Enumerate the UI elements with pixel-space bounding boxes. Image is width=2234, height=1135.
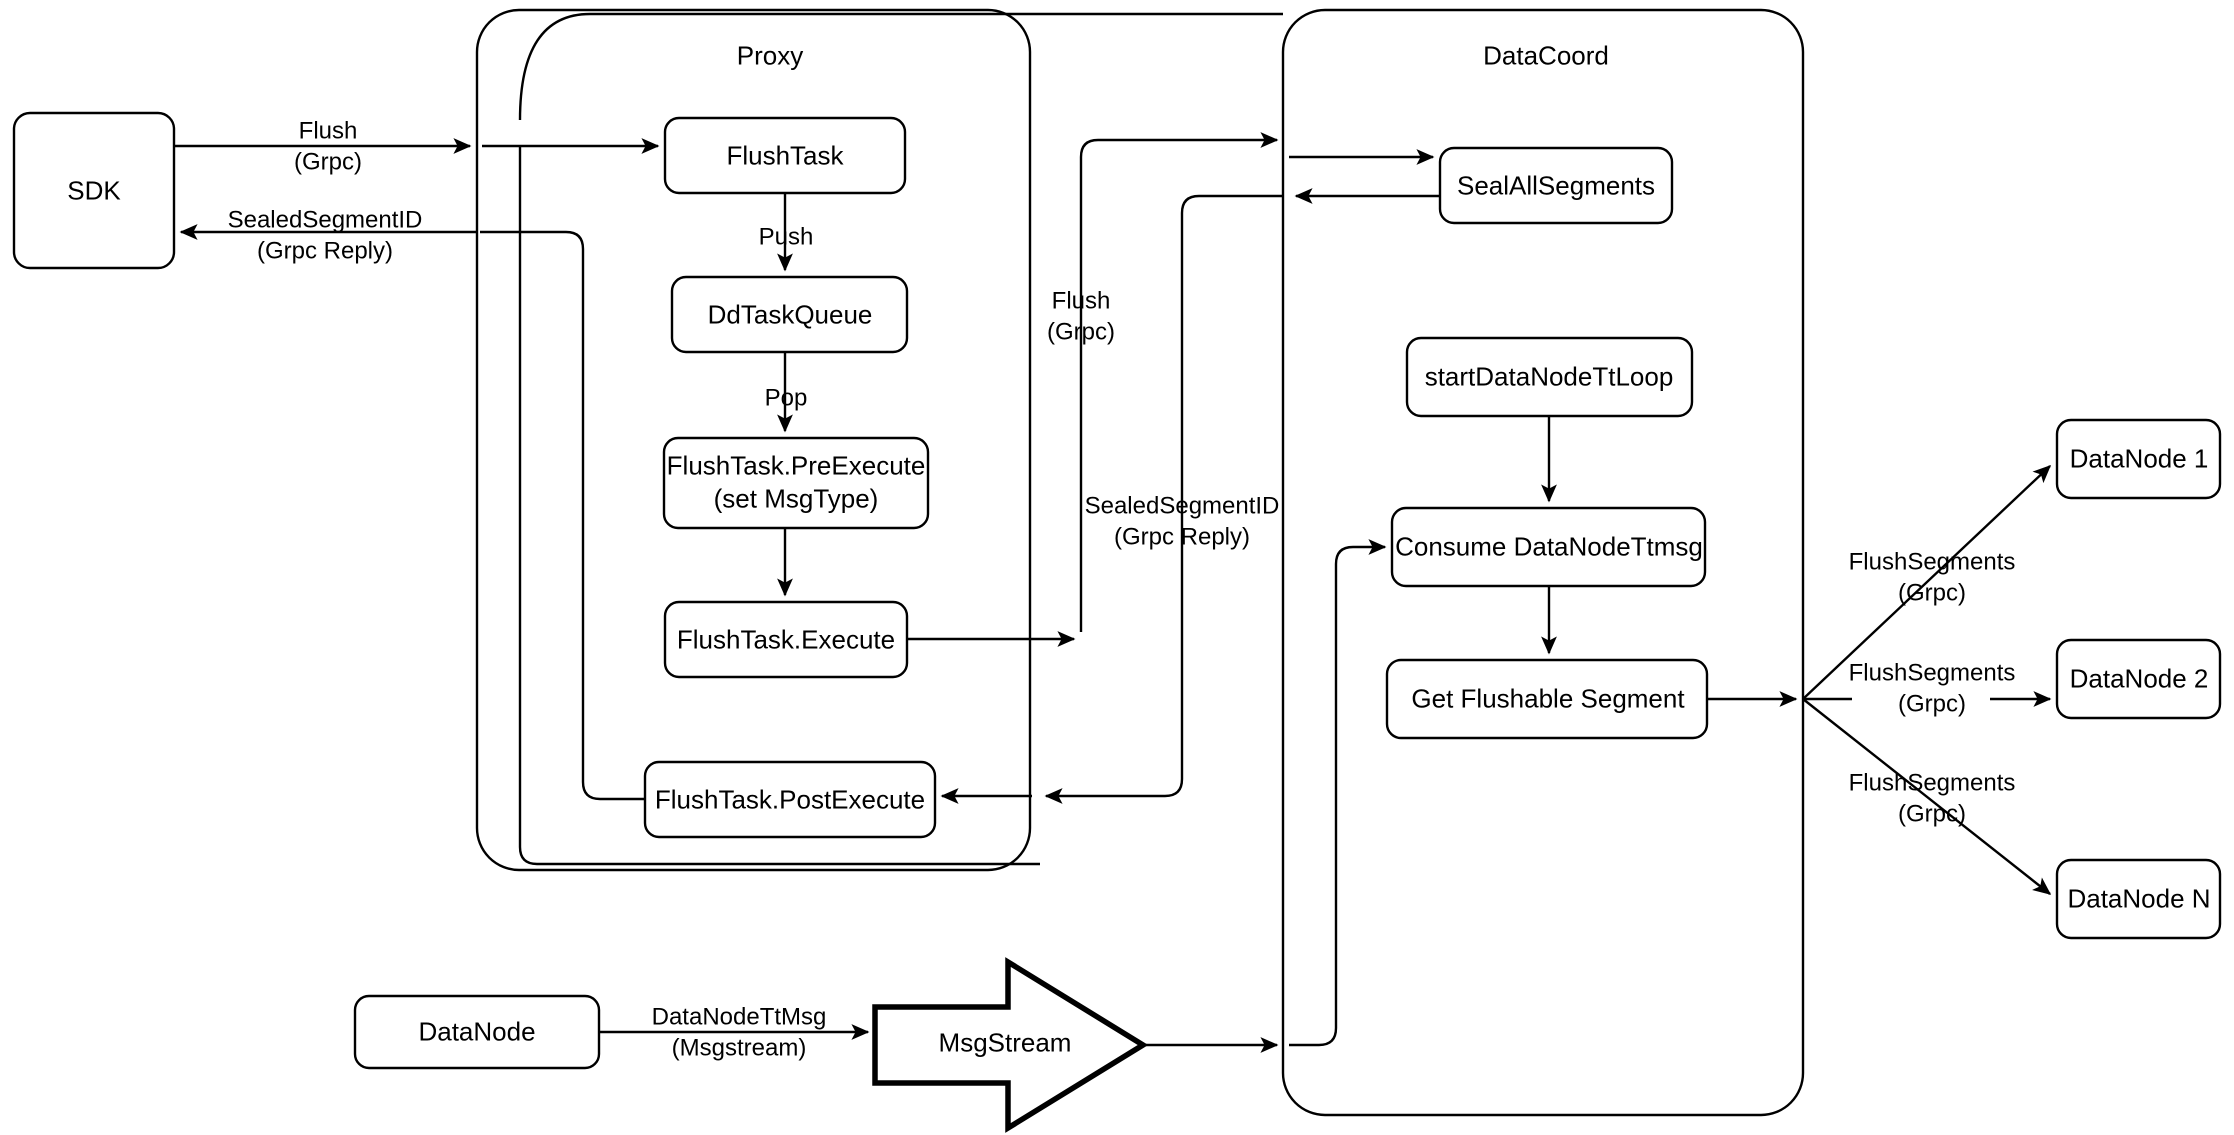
node-startdatanodettloop[interactable]	[1405, 336, 1694, 418]
node-datanode-n[interactable]	[2055, 858, 2222, 940]
node-sdk[interactable]	[12, 111, 176, 270]
node-flushtask-execute[interactable]	[663, 600, 909, 679]
node-flushtask[interactable]	[663, 116, 907, 195]
edge-proxy-top-rail	[518, 12, 1283, 121]
node-flushtask-postexecute[interactable]	[643, 760, 937, 839]
node-get-flushable-segment[interactable]	[1385, 658, 1709, 740]
edge-hub-to-datanode1	[1802, 465, 2052, 700]
node-sealallsegments[interactable]	[1438, 146, 1674, 225]
edge-hub-to-datanoden	[1802, 698, 2052, 895]
node-datanode-1[interactable]	[2055, 418, 2222, 500]
node-ddtaskqueue[interactable]	[670, 275, 909, 354]
node-flushtask-preexecute[interactable]	[662, 436, 930, 530]
edge-postexecute-to-sdk	[480, 230, 645, 801]
node-datanode-2[interactable]	[2055, 638, 2222, 720]
node-msgstream[interactable]	[872, 957, 1149, 1133]
edge-datacoord-rail-to-consume	[1289, 539, 1387, 1047]
edge-flush-rail-up	[1079, 132, 1279, 632]
edge-proxy-left-rail	[518, 146, 1040, 866]
edge-reply-rail-down	[1044, 194, 1283, 804]
node-consume-datanodettmsg[interactable]	[1390, 506, 1707, 588]
node-datanode-source[interactable]	[353, 994, 601, 1070]
